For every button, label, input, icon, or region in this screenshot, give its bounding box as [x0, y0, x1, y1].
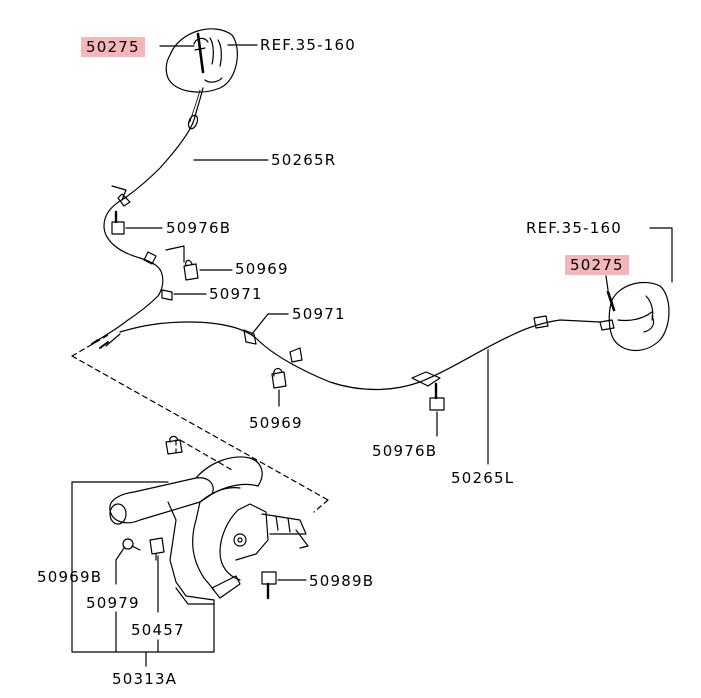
label-50971-mid: 50971 — [292, 305, 346, 323]
bracket-50313a — [71, 481, 215, 653]
label-50265r: 50265R — [271, 151, 337, 169]
label-50457: 50457 — [131, 621, 185, 639]
parking-lever-assembly — [109, 456, 309, 605]
clip-50969-mid — [271, 367, 287, 389]
leader-ref-right — [649, 227, 673, 283]
label-50275-right: 50275 — [565, 255, 629, 275]
brake-plate-top — [165, 28, 238, 93]
clip-50457 — [149, 537, 165, 561]
clip-50969-top — [183, 259, 199, 281]
label-50971-left: 50971 — [209, 285, 263, 303]
label-ref-top: REF.35-160 — [260, 36, 357, 54]
label-50989b: 50989B — [309, 572, 375, 590]
label-50265l: 50265L — [451, 469, 515, 487]
label-50969-top: 50969 — [235, 260, 289, 278]
leader-ref-50969 — [165, 245, 185, 263]
cable-50265l — [119, 315, 615, 391]
leader-50275-right — [605, 275, 609, 291]
label-50969-mid: 50969 — [249, 414, 303, 432]
washer-50979 — [122, 538, 141, 551]
bolt-50976b-mid — [429, 382, 445, 411]
label-ref-right: REF.35-160 — [526, 219, 623, 237]
bolt-50976b-top — [111, 210, 125, 235]
leader-50971-mid-b — [251, 313, 269, 335]
label-50979: 50979 — [86, 594, 140, 612]
leader-50979 — [115, 547, 125, 585]
label-50976b-mid: 50976B — [372, 442, 438, 460]
grommet-50969b — [165, 435, 183, 455]
label-50275-top: 50275 — [81, 37, 145, 57]
bolt-50989b — [261, 571, 277, 600]
dash-left — [71, 355, 329, 501]
label-50313a: 50313A — [112, 670, 178, 688]
label-50976b-top: 50976B — [166, 219, 232, 237]
label-50969b: 50969B — [37, 568, 103, 586]
brake-plate-right — [606, 281, 670, 352]
dash-mid — [179, 439, 233, 471]
cable-50265r — [97, 87, 204, 341]
